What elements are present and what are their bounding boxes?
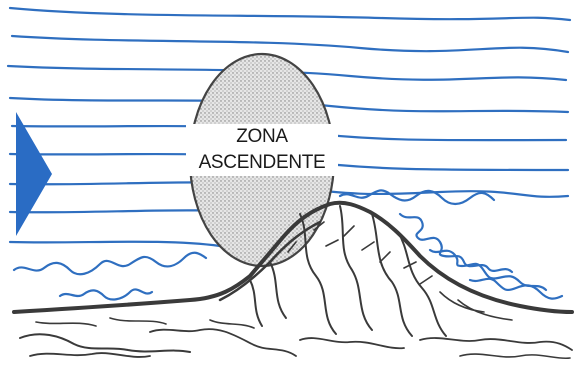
turbulence-left bbox=[12, 251, 208, 276]
airflow-line-1 bbox=[8, 6, 572, 22]
mountain-terrain bbox=[12, 200, 574, 360]
wind-direction-arrow-icon bbox=[16, 112, 52, 236]
airflow-line-4 bbox=[8, 96, 570, 114]
zone-label-line-1: ZONA bbox=[236, 126, 288, 147]
turbulence-right-4 bbox=[468, 277, 564, 300]
zone-label-line-2: ASCENDENTE bbox=[198, 152, 326, 173]
airflow-line-2 bbox=[10, 34, 570, 54]
airflow-line-3 bbox=[6, 64, 568, 82]
turbulence-right-1 bbox=[338, 189, 496, 206]
turbulence-right-2 bbox=[398, 212, 514, 274]
turbulence-left-2 bbox=[58, 288, 154, 301]
mountain-outline bbox=[12, 200, 574, 314]
turbulence-right-3 bbox=[428, 248, 548, 292]
ascending-zone-label: ZONA ASCENDENTE bbox=[186, 124, 338, 176]
